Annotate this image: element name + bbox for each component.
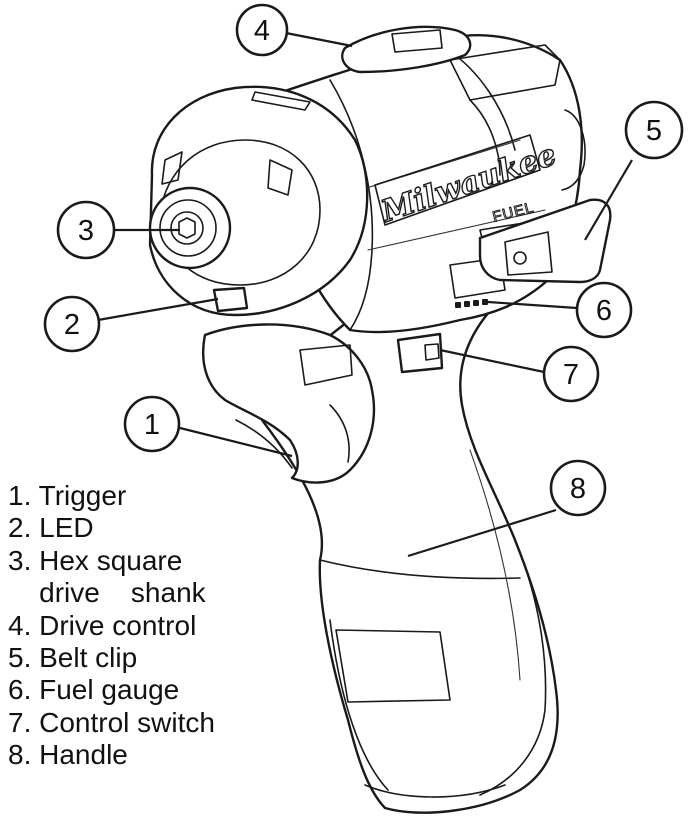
callout-1-trigger: 1 xyxy=(123,395,181,453)
legend-item: 8. Handle xyxy=(8,739,128,771)
legend-item: 3. Hex square xyxy=(8,544,183,576)
parts-legend: 1. Trigger 2. LED 3. Hex square drive sh… xyxy=(8,480,215,772)
legend-item: 6. Fuel gauge xyxy=(8,674,180,706)
callout-8-handle: 8 xyxy=(549,459,607,517)
callout-2-led: 2 xyxy=(43,295,101,353)
fuel-gauge xyxy=(455,299,488,308)
callout-number: 2 xyxy=(64,309,80,341)
control-switch xyxy=(396,332,444,374)
legend-item: 4. Drive control xyxy=(8,609,197,641)
callout-4-drive-control: 4 xyxy=(235,3,289,57)
trigger xyxy=(202,323,376,484)
legend-item: 7. Control switch xyxy=(8,706,215,738)
callout-number: 5 xyxy=(646,115,662,147)
led xyxy=(212,286,249,313)
legend-item: 2. LED xyxy=(8,512,94,544)
callout-3-hex-shank: 3 xyxy=(56,200,116,260)
callout-number: 3 xyxy=(78,215,94,247)
callout-6-fuel-gauge: 6 xyxy=(575,281,633,339)
callout-number: 8 xyxy=(570,473,586,505)
callout-number: 6 xyxy=(596,295,612,327)
callout-number: 4 xyxy=(254,15,270,47)
legend-item: drive shank xyxy=(8,577,206,609)
callout-7-control-switch: 7 xyxy=(542,345,600,403)
callout-5-belt-clip: 5 xyxy=(624,100,684,160)
drive-control xyxy=(341,25,472,74)
legend-item: 1. Trigger xyxy=(8,480,127,511)
callout-number: 7 xyxy=(563,359,579,391)
hex-shank xyxy=(148,186,232,270)
leader-lines xyxy=(97,31,633,558)
legend-item: 5. Belt clip xyxy=(8,642,138,674)
callout-number: 1 xyxy=(144,409,160,441)
